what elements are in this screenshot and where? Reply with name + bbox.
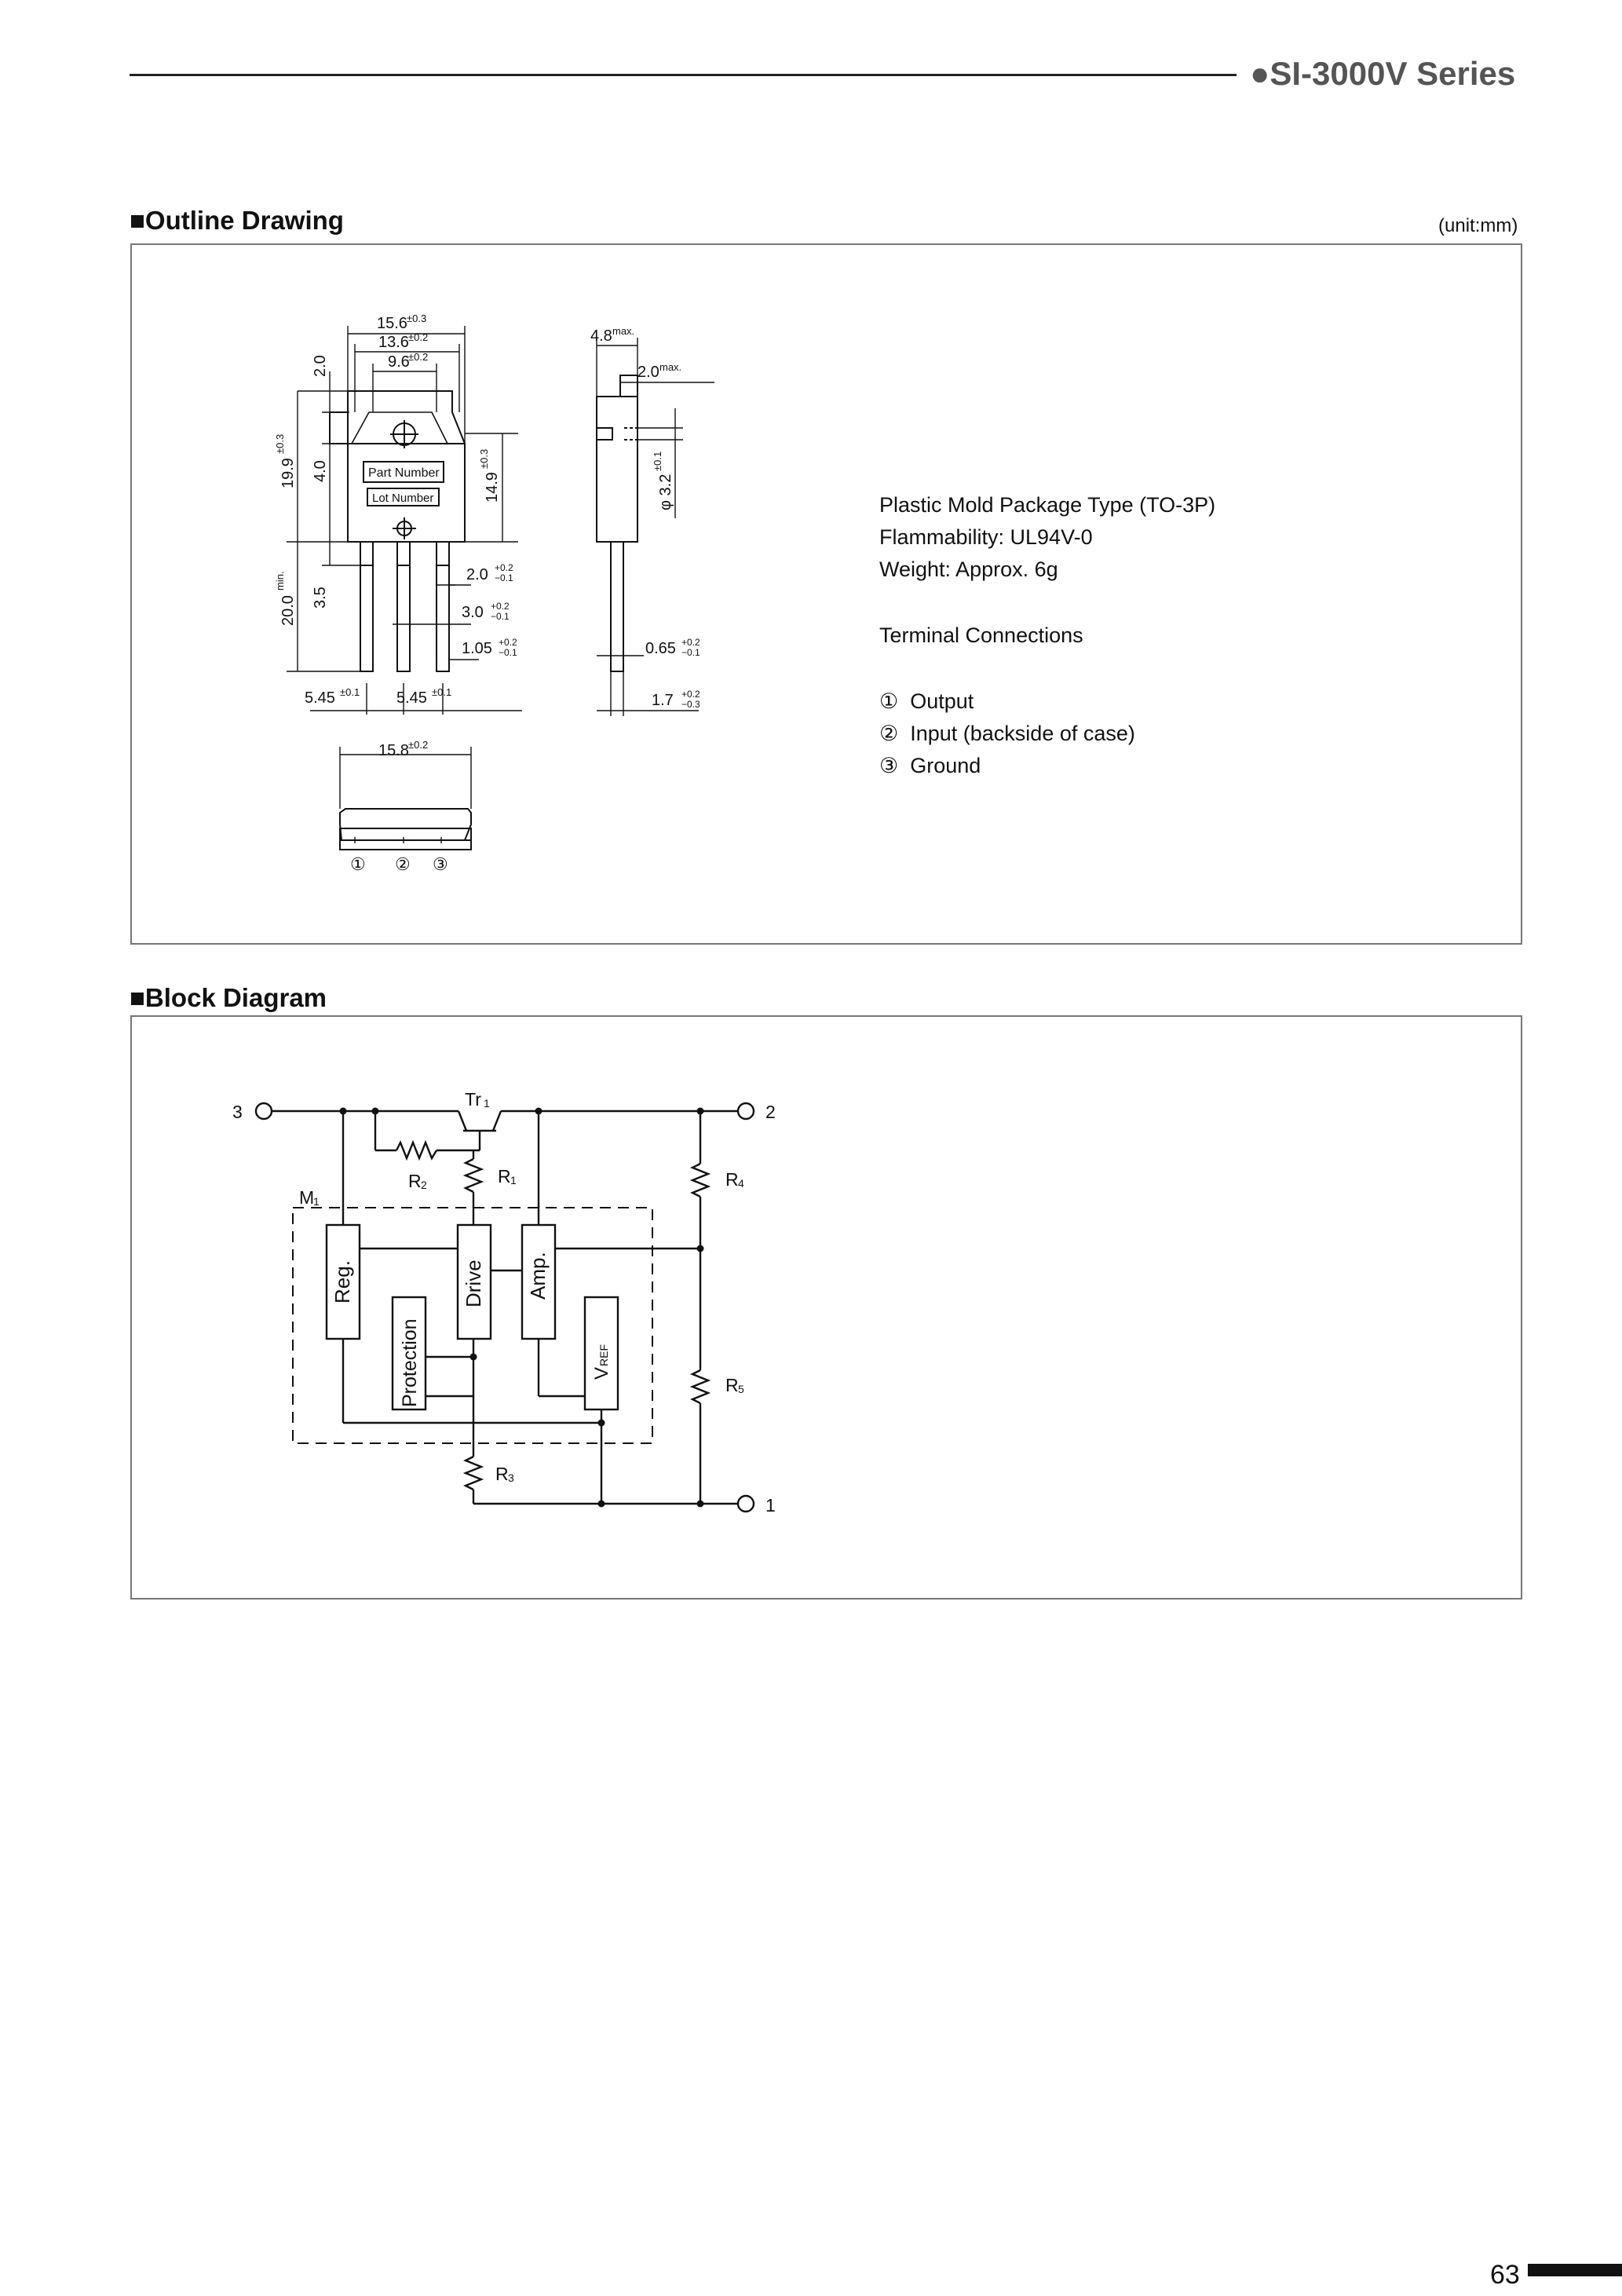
- dim-5-45-a-tol: ±0.1: [340, 686, 360, 698]
- tr1-sub: 1: [484, 1097, 490, 1110]
- r4-label: R: [725, 1169, 739, 1190]
- pin-2-terminal: [736, 1102, 755, 1121]
- r3-label: R: [495, 1464, 509, 1484]
- terminal-list: ① Output ② Input (backside of case) ③ Gr…: [879, 686, 1135, 782]
- pin-3-terminal: [254, 1102, 273, 1121]
- terminal-num: ③: [879, 754, 899, 777]
- block-section-title: ■Block Diagram: [130, 983, 327, 1012]
- r5-label: R: [725, 1375, 739, 1395]
- r5-sub: 5: [738, 1383, 744, 1395]
- terminal-num: ②: [879, 722, 899, 745]
- part-number-label: Part Number: [368, 466, 440, 480]
- dim-4-8: 4.8: [590, 327, 612, 345]
- dim-3-0-tol-plus: +0.2: [491, 601, 510, 612]
- dim-3-5: 3.5: [312, 587, 329, 609]
- dim-5-45-b: 5.45: [396, 689, 427, 707]
- dim-1-7: 1.7: [652, 692, 674, 709]
- dim-phi-3-2-tol: ±0.1: [652, 452, 663, 471]
- series-title: ●SI-3000V Series: [1250, 55, 1516, 92]
- dim-2-0-side: 2.0: [637, 364, 659, 381]
- dim-5-45-a: 5.45: [305, 689, 335, 707]
- dim-13-6-tol: ±0.2: [408, 331, 428, 343]
- dim-2-0-side-tol: max.: [659, 361, 681, 373]
- vref-block-label: V: [591, 1367, 612, 1380]
- dim-2-0-lead-tol-plus: +0.2: [495, 562, 513, 573]
- terminal-num: ①: [879, 689, 899, 713]
- terminal-label: Ground: [910, 754, 981, 777]
- terminal-connections-title: Terminal Connections: [879, 623, 1083, 647]
- dim-9-6: 9.6: [388, 353, 410, 371]
- terminal-item: ③ Ground: [879, 750, 1135, 782]
- dim-4-8-tol: max.: [612, 325, 634, 337]
- dim-2-0-lead: 2.0: [466, 566, 488, 583]
- r4-sub: 4: [738, 1177, 744, 1190]
- flammability: Flammability: UL94V-0: [879, 525, 1093, 549]
- terminal-item: ② Input (backside of case): [879, 718, 1135, 750]
- page-number-bar: [1528, 2264, 1622, 2276]
- dim-3-0-tol-minus: −0.1: [491, 611, 510, 622]
- dim-phi-3-2: φ 3.2: [657, 474, 674, 510]
- terminal-label: Output: [910, 689, 974, 713]
- terminal-item: ① Output: [879, 686, 1135, 718]
- dim-14-9: 14.9: [484, 472, 501, 503]
- tr1-label: Tr: [465, 1089, 481, 1110]
- dim-1-7-tol-minus: −0.3: [681, 699, 700, 710]
- weight: Weight: Approx. 6g: [879, 558, 1058, 581]
- block-diagram: 3 2 1 Tr 1 R 1 R 2 R 3 R 4 R 5 M 1 Reg. …: [232, 1089, 776, 1515]
- dim-2-0-lead-tol-minus: −0.1: [495, 572, 513, 583]
- dim-14-9-tol: ±0.3: [478, 449, 490, 469]
- dim-15-6-tol: ±0.3: [407, 313, 426, 324]
- dim-5-45-b-tol: ±0.1: [432, 686, 451, 698]
- pin-1-label: 1: [765, 1495, 776, 1515]
- pin-1-label: ①: [350, 854, 366, 874]
- terminal-label: Input (backside of case): [910, 722, 1135, 745]
- dim-3-0: 3.0: [462, 604, 484, 621]
- dim-1-05-tol-minus: −0.1: [499, 647, 517, 658]
- protection-block-label: Protection: [399, 1318, 421, 1407]
- vref-block-sub: REF: [597, 1344, 610, 1366]
- dim-1-7-tol-plus: +0.2: [681, 689, 700, 700]
- r1-sub: 1: [510, 1174, 517, 1186]
- header-rule: [130, 74, 1237, 76]
- dim-13-6: 13.6: [378, 334, 409, 351]
- pin-1-terminal: [736, 1494, 755, 1513]
- reg-block-label: Reg.: [331, 1260, 354, 1303]
- dim-20-0-tol: min.: [274, 571, 286, 590]
- dim-1-05-tol-plus: +0.2: [499, 637, 517, 648]
- dim-0-65-tol-plus: +0.2: [681, 637, 700, 648]
- package-info: Plastic Mold Package Type (TO-3P) Flamma…: [879, 489, 1215, 586]
- r2-sub: 2: [421, 1179, 427, 1191]
- pin-3-label: 3: [232, 1102, 243, 1122]
- r3-sub: 3: [508, 1472, 514, 1484]
- outline-section-title: ■Outline Drawing: [130, 206, 344, 235]
- page-number: 63: [1490, 2260, 1520, 2290]
- drive-block-label: Drive: [462, 1260, 485, 1307]
- dim-20-0: 20.0: [279, 595, 297, 626]
- dim-1-05: 1.05: [462, 640, 492, 657]
- dim-0-65: 0.65: [645, 640, 676, 657]
- lot-number-label: Lot Number: [372, 492, 433, 505]
- r2-label: R: [408, 1171, 422, 1191]
- dim-15-8: 15.8: [378, 742, 409, 759]
- dim-19-9: 19.9: [279, 458, 297, 488]
- outline-drawing: 15.6 ±0.3 13.6 ±0.2 9.6 ±0.2 2.0 4.0 19.…: [274, 313, 714, 874]
- dim-9-6-tol: ±0.2: [408, 351, 428, 363]
- pin-2-label: 2: [765, 1102, 776, 1122]
- pin-2-label: ②: [395, 854, 411, 874]
- block-frame: [130, 1015, 1522, 1600]
- m1-sub: 1: [313, 1195, 320, 1208]
- dim-15-6: 15.6: [377, 315, 407, 332]
- pin-3-label: ③: [433, 854, 448, 874]
- m1-label: M: [299, 1187, 314, 1208]
- dim-2-0: 2.0: [312, 355, 329, 377]
- amp-block-label: Amp.: [526, 1252, 550, 1300]
- unit-note: (unit:mm): [1438, 215, 1518, 236]
- dim-4-0: 4.0: [312, 460, 329, 482]
- dim-0-65-tol-minus: −0.1: [681, 647, 700, 658]
- dim-19-9-tol: ±0.3: [274, 434, 286, 454]
- r1-label: R: [498, 1166, 511, 1186]
- dim-15-8-tol: ±0.2: [408, 739, 428, 751]
- package-type: Plastic Mold Package Type (TO-3P): [879, 493, 1216, 517]
